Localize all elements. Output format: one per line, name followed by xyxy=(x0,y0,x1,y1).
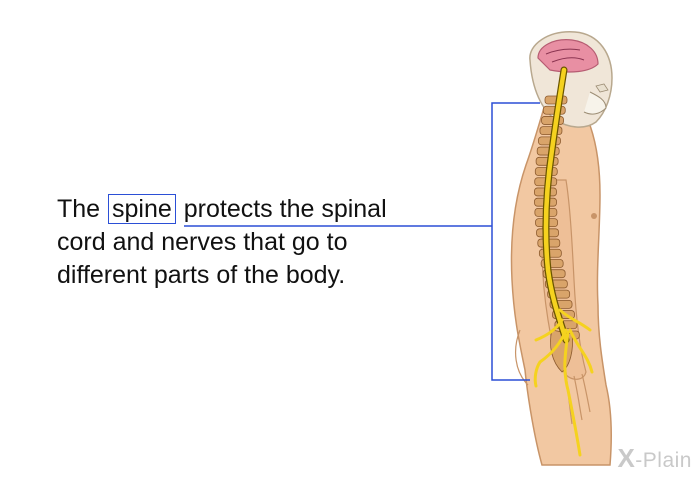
spinal-cord xyxy=(542,66,570,344)
spine-highlight: spine xyxy=(108,194,176,224)
callout-bracket xyxy=(184,102,540,381)
caption-before: The xyxy=(57,195,108,223)
xplain-watermark: X-Plain xyxy=(617,443,692,473)
body-silhouette xyxy=(510,91,612,466)
nerve-branches xyxy=(533,308,594,457)
caption-text: The spine protects the spinal cord and n… xyxy=(57,193,437,292)
caption-after: protects the spinal cord and nerves that… xyxy=(57,195,387,289)
